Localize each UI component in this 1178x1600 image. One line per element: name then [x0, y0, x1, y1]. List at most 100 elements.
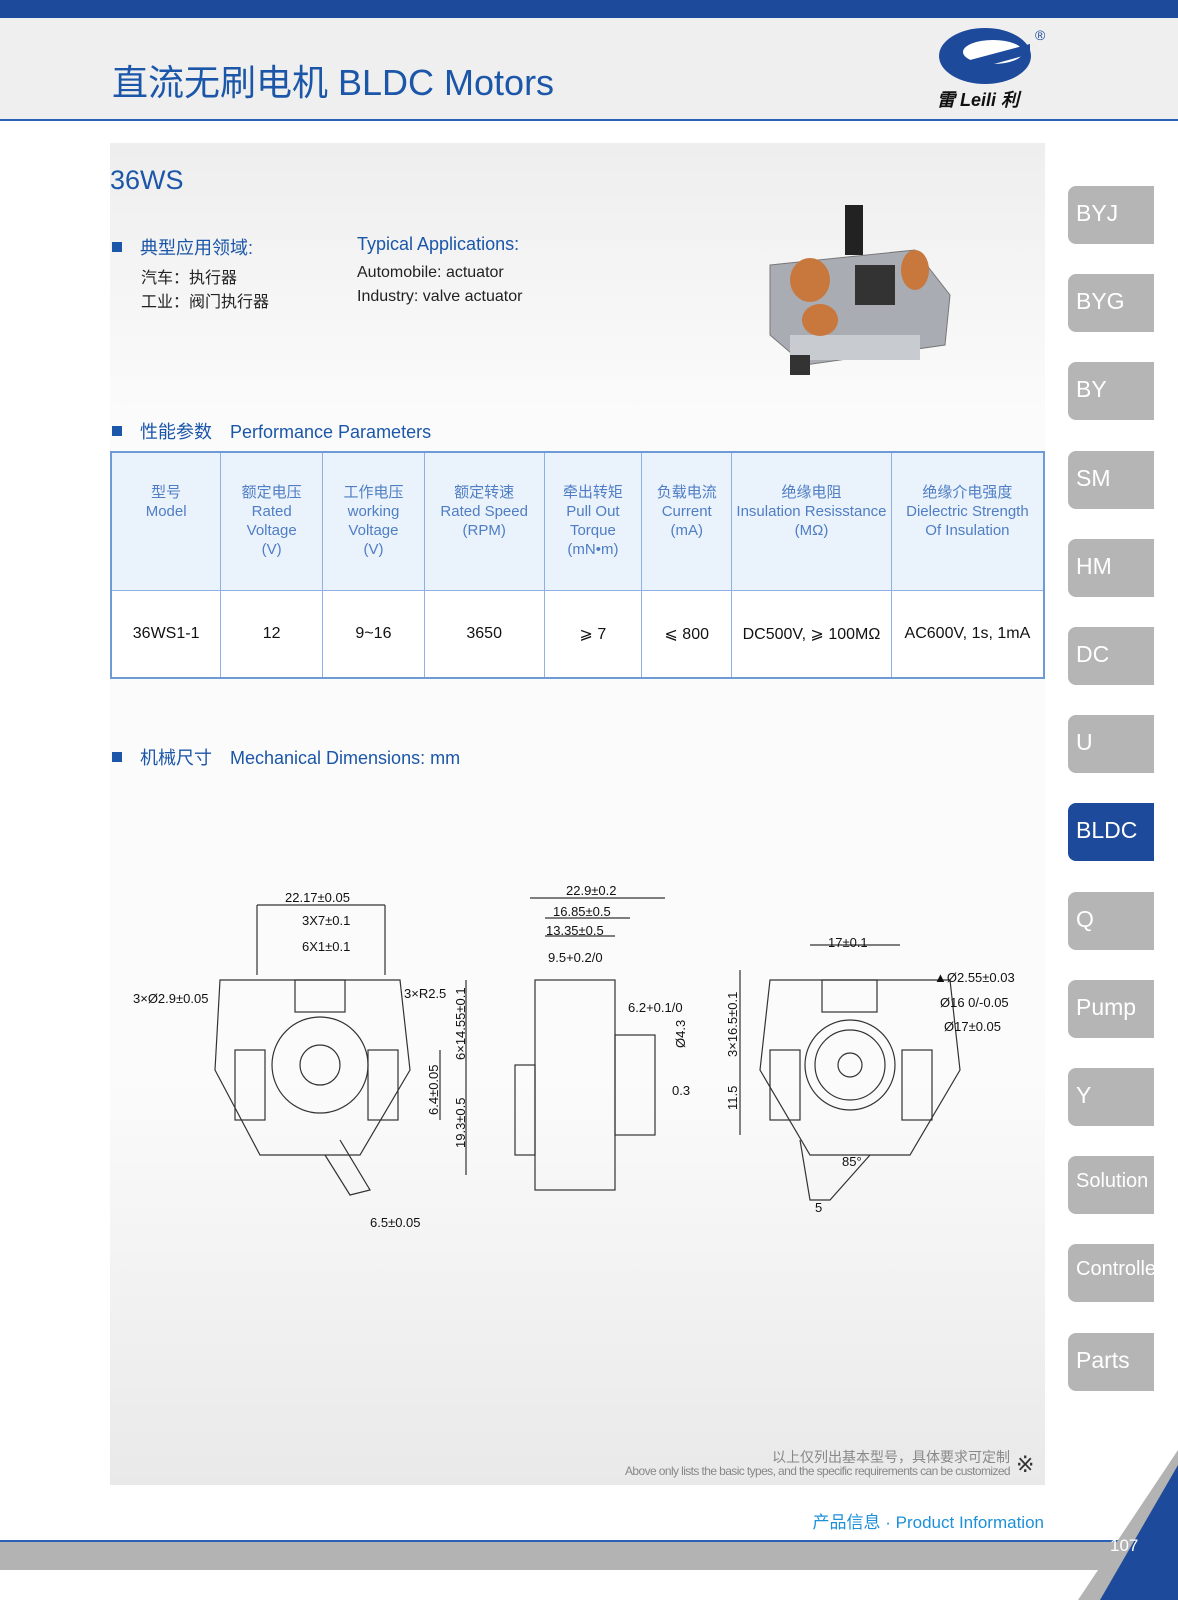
- sidebar-tab-by[interactable]: BY: [1068, 362, 1154, 421]
- column-header: 负载电流 Current (mA): [641, 451, 733, 591]
- customization-note-cn: 以上仅列出基本型号，具体要求可定制: [772, 1449, 1010, 1465]
- dimension-label: ▲Ø2.55±0.03: [934, 970, 1015, 985]
- reference-mark-icon: ※: [1016, 1452, 1035, 1477]
- column-header-line: Torque: [569, 522, 616, 539]
- dimension-label: 6.5±0.05: [370, 1215, 421, 1230]
- table-cell: 12: [220, 589, 324, 679]
- application-item: Industry: valve actuator: [357, 288, 523, 305]
- dimension-label: 22.17±0.05: [285, 890, 350, 905]
- dimension-label: 3×Ø2.9±0.05: [133, 991, 209, 1006]
- column-header-line: Rated: [251, 503, 292, 520]
- column-header-line: (mA): [670, 522, 703, 539]
- column-header-line: (mN•m): [567, 541, 619, 558]
- column-header: 绝缘介电强度 Dielectric Strength Of Insulation: [890, 451, 1045, 591]
- sidebar-tab-solution[interactable]: Solution: [1068, 1156, 1154, 1215]
- applications-heading-en: Typical Applications:: [357, 234, 520, 254]
- dimension-label: 6.2+0.1/0: [628, 1000, 683, 1015]
- column-header-line: (MΩ): [794, 522, 829, 539]
- column-header-line: 额定转速: [454, 484, 515, 501]
- table-cell: DC500V, ⩾ 100MΩ: [731, 589, 892, 679]
- model-title: 36WS: [110, 165, 184, 195]
- column-header-line: Of Insulation: [925, 522, 1010, 539]
- column-header-line: 负载电流: [656, 484, 717, 501]
- sidebar-tab-bldc[interactable]: BLDC: [1068, 803, 1154, 862]
- dimension-label: 22.9±0.2: [566, 883, 617, 898]
- dimension-label: 9.5+0.2/0: [548, 950, 603, 965]
- mechanical-drawings: [214, 897, 961, 1201]
- dimension-label: 3×16.5±0.1: [725, 991, 740, 1057]
- dimension-label: 6.4±0.05: [426, 1064, 441, 1115]
- dimension-label: Ø17±0.05: [944, 1019, 1002, 1034]
- dimension-label: 16.85±0.5: [553, 904, 611, 919]
- table-cell: 3650: [423, 589, 545, 679]
- footer-label: 产品信息 · Product Information: [812, 1513, 1044, 1532]
- column-header-line: Voltage: [348, 522, 399, 539]
- column-header-line: (V): [261, 541, 282, 558]
- dimension-label: 6×14.55±0.1: [453, 987, 468, 1060]
- page-title: 直流无刷电机 BLDC Motors: [112, 62, 555, 103]
- column-header-line: Insulation Resisstance: [736, 503, 887, 520]
- column-header-line: Rated Speed: [440, 503, 528, 520]
- sidebar-tab-parts[interactable]: Parts: [1068, 1332, 1154, 1391]
- column-header-line: (RPM): [462, 522, 506, 539]
- svg-text:®: ®: [1035, 27, 1046, 43]
- sidebar-tab-controller[interactable]: Controller: [1068, 1244, 1163, 1303]
- column-header-line: 型号: [151, 484, 182, 501]
- sidebar-tab-sm[interactable]: SM: [1068, 450, 1154, 509]
- column-header-line: Model: [145, 503, 187, 520]
- application-item: 工业：阀门执行器: [141, 294, 270, 311]
- dimension-label: 6X1±0.1: [302, 939, 351, 954]
- leili-logo: ® 雷 Leili 利: [935, 24, 1065, 116]
- dimension-label: 3X7±0.1: [302, 913, 351, 928]
- sidebar-tab-u[interactable]: U: [1068, 715, 1154, 774]
- dimension-label: 17±0.1: [828, 935, 868, 950]
- svg-text:雷 Leili 利: 雷 Leili 利: [937, 90, 1022, 110]
- customization-note-en: Above only lists the basic types, and th…: [625, 1464, 1011, 1478]
- dimension-label: Ø4.3: [673, 1019, 688, 1048]
- column-header-line: 额定电压: [241, 484, 302, 501]
- corner-decoration: [1078, 1450, 1178, 1600]
- dimension-label: 13.35±0.5: [546, 923, 604, 938]
- dimension-label: 5: [815, 1200, 823, 1215]
- column-header-line: working: [347, 503, 400, 520]
- dimension-label: 3×R2.5: [404, 986, 447, 1001]
- column-header-line: Dielectric Strength: [906, 503, 1029, 520]
- application-item: Automobile: actuator: [357, 264, 504, 281]
- column-header-line: (V): [363, 541, 384, 558]
- column-header-line: Voltage: [246, 522, 297, 539]
- table-cell: 36WS1-1: [110, 589, 222, 679]
- column-header-line: 绝缘介电强度: [922, 484, 1013, 501]
- footer-bar: [0, 1540, 1178, 1570]
- sidebar-tab-q[interactable]: Q: [1068, 891, 1154, 950]
- column-header: 型号 Model: [110, 451, 222, 591]
- column-header-line: 绝缘电阻: [781, 484, 842, 501]
- table-cell: ⩾ 7: [543, 589, 643, 679]
- sidebar-tab-byg[interactable]: BYG: [1068, 274, 1154, 333]
- column-header-line: Current: [661, 503, 712, 520]
- table-cell: AC600V, 1s, 1mA: [890, 589, 1045, 679]
- column-header-line: 工作电压: [343, 484, 404, 501]
- sidebar-tab-y[interactable]: Y: [1068, 1068, 1154, 1126]
- applications-heading-cn: 典型应用领域:: [112, 234, 253, 260]
- dimension-label: 85°: [842, 1154, 862, 1169]
- column-header-line: 牵出转矩: [562, 484, 623, 501]
- application-item: 汽车：执行器: [141, 270, 238, 287]
- sidebar-tab-pump[interactable]: Pump: [1068, 979, 1154, 1038]
- dimension-label: 0.3: [672, 1083, 691, 1098]
- page-number: 107: [1110, 1536, 1139, 1555]
- sidebar-tab-hm[interactable]: HM: [1068, 538, 1154, 597]
- sidebar-tab-dc[interactable]: DC: [1068, 627, 1154, 685]
- column-header-line: Pull Out: [566, 503, 620, 520]
- sidebar-tab-byj[interactable]: BYJ: [1068, 186, 1154, 244]
- table-cell: ⩽ 800: [641, 589, 733, 679]
- content-panel: [110, 143, 1045, 1485]
- table-cell: 9~16: [322, 589, 425, 679]
- motor-photo: [765, 205, 955, 385]
- dimension-label: 19.3±0.5: [453, 1097, 468, 1148]
- top-bar: [0, 0, 1178, 18]
